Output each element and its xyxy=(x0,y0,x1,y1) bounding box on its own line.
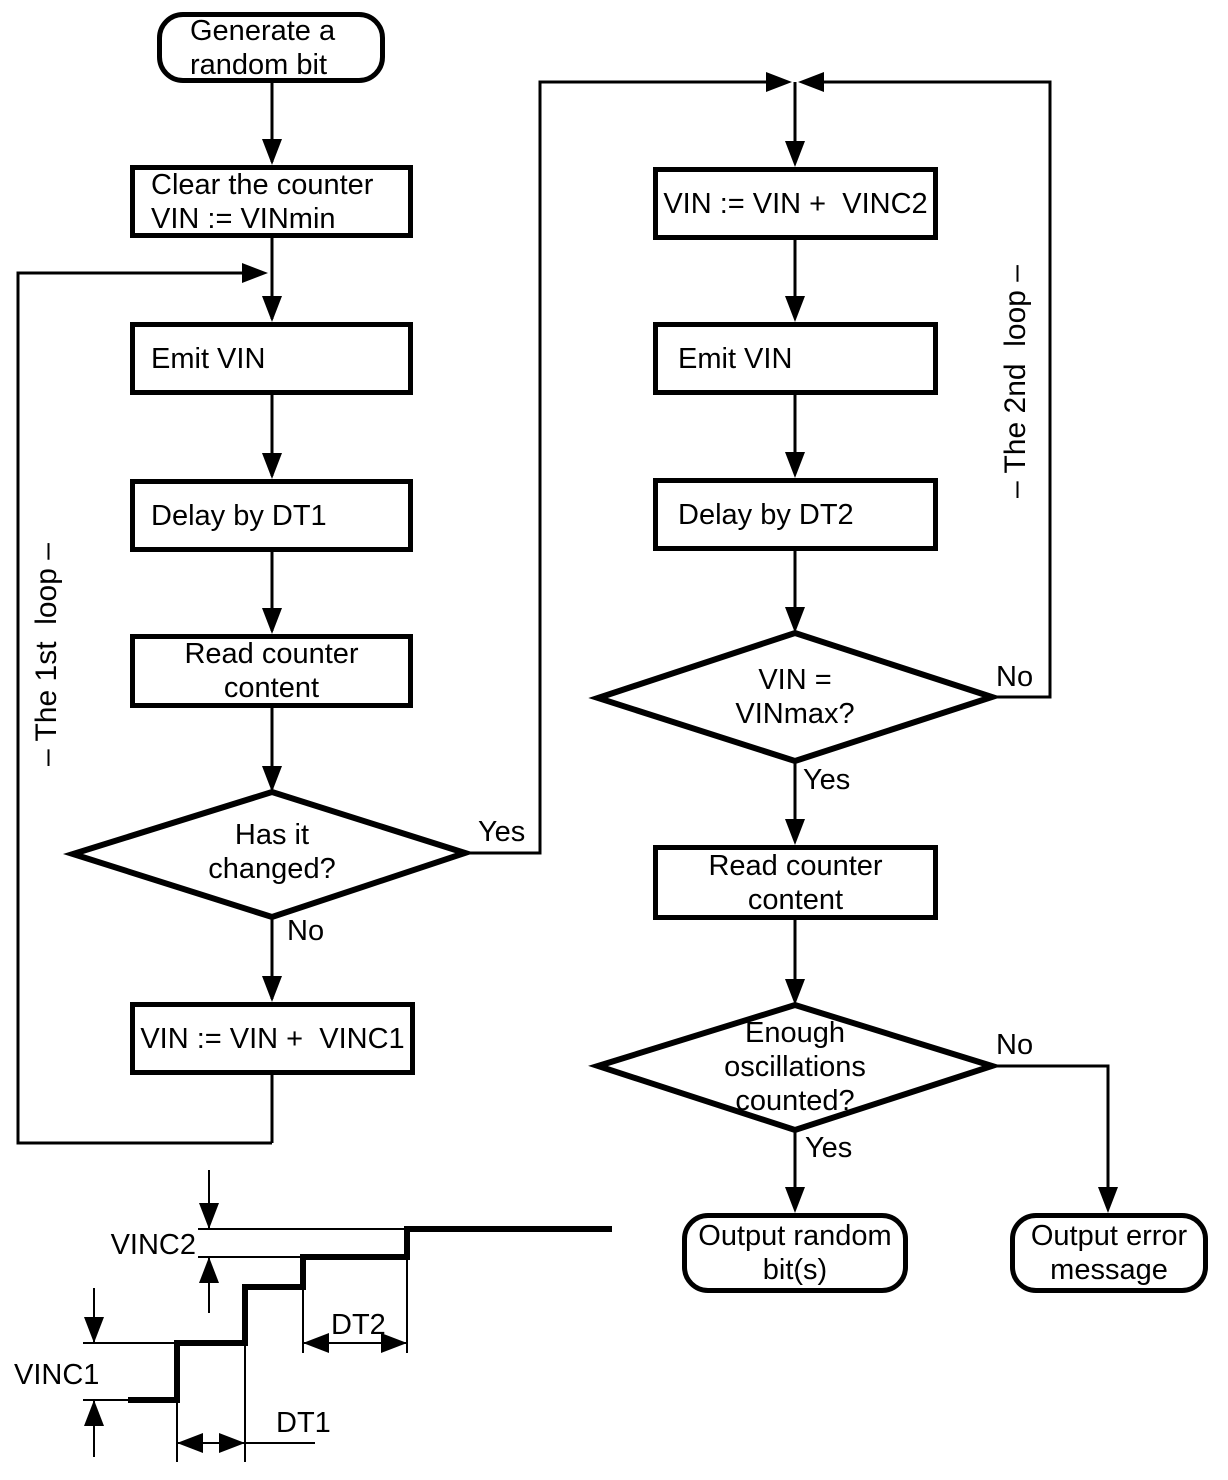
node-read-counter-2-label: Read counter content xyxy=(708,849,883,916)
yes1-line xyxy=(465,80,778,855)
node-emit-vin-2-label: Emit VIN xyxy=(678,342,793,375)
no3-line xyxy=(992,1064,1110,1201)
loop-label-second: – The 2nd loop – xyxy=(999,265,1032,499)
diamond-has-changed xyxy=(62,788,475,921)
loop-label-first: – The 1st loop – xyxy=(30,543,63,767)
node-delay-dt2-label: Delay by DT2 xyxy=(678,498,854,531)
node-output-random-bits: Output random bit(s) xyxy=(682,1213,908,1293)
node-emit-vin-2: Emit VIN xyxy=(653,322,938,395)
diamond-enough-oscillations xyxy=(588,1001,1002,1134)
node-generate-random-bit: Generate a random bit xyxy=(157,12,385,83)
edge-label-yes-1: Yes xyxy=(478,816,526,848)
node-output-error-label: Output error message xyxy=(1030,1220,1188,1286)
loop1-return-line xyxy=(16,271,272,1145)
diamond-enough-text: Enough oscillations counted? xyxy=(645,1016,945,1118)
dimension-label-dt2: DT2 xyxy=(331,1309,386,1341)
diamond-vinmax-label: VIN = VINmax? xyxy=(735,664,855,730)
node-vin-plus-vinc1: VIN := VIN + VINC1 xyxy=(130,1002,415,1075)
node-read-counter-2: Read counter content xyxy=(653,845,938,920)
diamond-has-changed-text: Has it changed? xyxy=(122,818,422,886)
node-emit-vin-1: Emit VIN xyxy=(130,322,413,395)
dimension-arrowheads xyxy=(84,1203,407,1453)
edge-label-no-2: No xyxy=(996,661,1034,693)
loop2-return-line xyxy=(812,80,1052,699)
node-emit-vin-1-label: Emit VIN xyxy=(151,342,266,375)
dimension-extension-lines xyxy=(83,1170,408,1462)
diamond-has-changed-label: Has it changed? xyxy=(208,819,336,885)
diamond-vinmax xyxy=(588,629,1002,765)
node-clear-counter-label: Clear the counter VIN := VINmin xyxy=(151,168,374,235)
node-delay-dt1: Delay by DT1 xyxy=(130,479,413,552)
edge-label-yes-2: Yes xyxy=(803,764,851,796)
node-delay-dt2: Delay by DT2 xyxy=(653,478,938,551)
node-vin-plus-vinc1-label: VIN := VIN + VINC1 xyxy=(140,1022,405,1055)
node-output-random-label: Output random bit(s) xyxy=(698,1220,892,1286)
diamond-vinmax-text: VIN = VINmax? xyxy=(645,663,945,731)
diamond-enough-label: Enough oscillations counted? xyxy=(724,1017,866,1117)
staircase-waveform xyxy=(128,1226,612,1403)
decision-diamonds xyxy=(62,629,1002,1134)
node-clear-counter: Clear the counter VIN := VINmin xyxy=(130,165,413,238)
edge-label-yes-3: Yes xyxy=(805,1132,853,1164)
arrowheads xyxy=(242,72,1118,1213)
edge-label-no-3: No xyxy=(996,1029,1034,1061)
node-read-counter-1: Read counter content xyxy=(130,634,413,708)
node-vin-plus-vinc2-label: VIN := VIN + VINC2 xyxy=(663,187,928,220)
dimension-label-vinc2: VINC2 xyxy=(110,1229,196,1261)
edge-label-no-1: No xyxy=(287,915,325,947)
node-output-error-message: Output error message xyxy=(1010,1213,1208,1293)
dimension-label-dt1: DT1 xyxy=(276,1407,331,1439)
node-vin-plus-vinc2: VIN := VIN + VINC2 xyxy=(653,167,938,240)
node-delay-dt1-label: Delay by DT1 xyxy=(151,499,327,532)
node-read-counter-1-label: Read counter content xyxy=(184,638,359,704)
node-generate-label: Generate a random bit xyxy=(190,14,336,81)
dimension-label-vinc1: VINC1 xyxy=(14,1359,100,1391)
